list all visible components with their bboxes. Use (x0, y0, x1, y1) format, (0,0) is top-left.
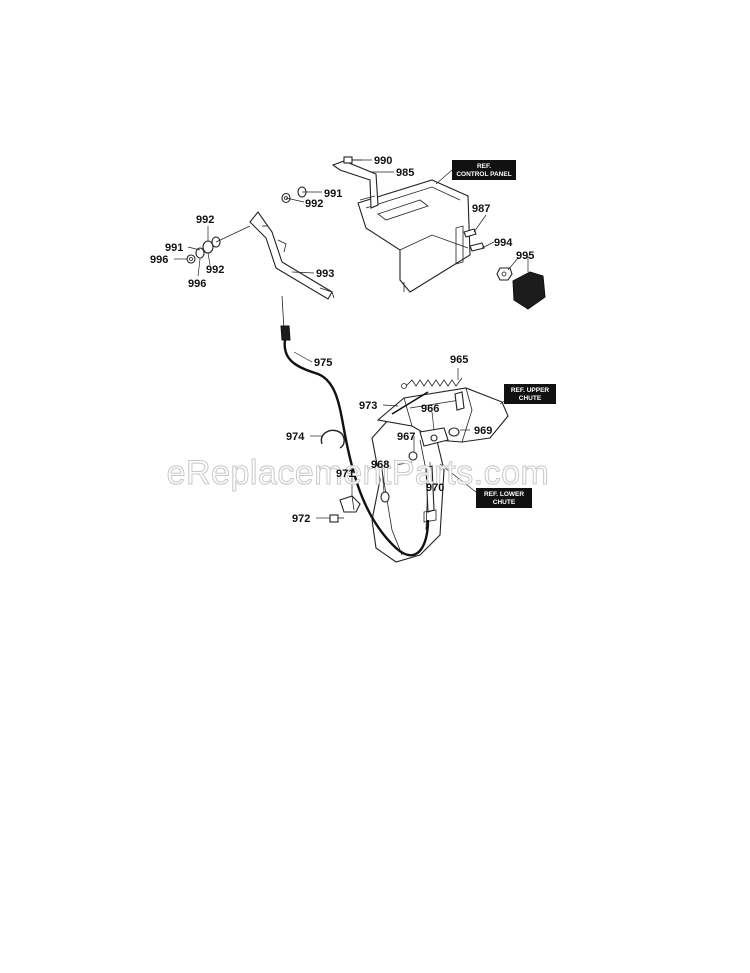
callout-971: 971 (336, 468, 354, 480)
washers-upper-drawing (281, 186, 307, 204)
spring-965-drawing (401, 377, 463, 389)
chute-drawing (371, 387, 509, 563)
callout-968: 968 (371, 459, 389, 471)
nut-994-drawing (496, 267, 513, 281)
crank-rod-993-drawing (249, 211, 335, 300)
bracket-971-drawing (339, 495, 361, 513)
callout-965: 965 (450, 354, 468, 366)
washers-left-drawing (186, 236, 221, 264)
callout-992: 992 (206, 264, 224, 276)
callout-996: 996 (150, 254, 168, 266)
callout-966: 966 (421, 403, 439, 415)
ref-box-line2: CHUTE (519, 395, 542, 402)
callout-992: 992 (305, 198, 323, 210)
callout-990: 990 (374, 155, 392, 167)
knob-995-drawing (512, 271, 546, 310)
callout-972: 972 (292, 513, 310, 525)
callout-993: 993 (316, 268, 334, 280)
callout-995: 995 (516, 250, 534, 262)
ref-box-line2: CHUTE (493, 499, 516, 506)
ref-box-line1: REF. UPPER (511, 387, 550, 394)
callout-985: 985 (396, 167, 414, 179)
screw-972-drawing (329, 514, 344, 523)
callout-975: 975 (314, 357, 332, 369)
callout-991: 991 (165, 242, 183, 254)
callout-970: 970 (426, 482, 444, 494)
callout-974: 974 (286, 431, 305, 443)
clip-974-drawing (320, 429, 345, 449)
callout-996: 996 (188, 278, 206, 290)
watermark-text: eReplacementParts.com (167, 454, 550, 492)
callout-973: 973 (359, 400, 377, 412)
ref-box-control-panel: REF. CONTROL PANEL (452, 160, 516, 180)
ref-box-line1: REF. LOWER (484, 491, 524, 498)
callout-987: 987 (472, 203, 490, 215)
ref-box-line1: REF. (477, 163, 491, 170)
ref-box-line2: CONTROL PANEL (456, 171, 511, 178)
ref-box-lower-chute: REF. LOWER CHUTE (476, 488, 532, 508)
leader-lines (174, 159, 529, 519)
rod-973-drawing (391, 391, 429, 415)
ref-box-upper-chute: REF. UPPER CHUTE (504, 384, 556, 404)
callout-labels: 990 985 991 992 987 994 995 992 991 996 … (150, 155, 534, 525)
callout-994: 994 (494, 237, 513, 249)
bolt-987-drawing (463, 228, 485, 252)
bracket-985-drawing (331, 160, 379, 209)
cable-975-drawing (280, 295, 430, 557)
control-panel-drawing (357, 179, 471, 293)
callout-969: 969 (474, 425, 492, 437)
callout-992: 992 (196, 214, 214, 226)
callout-991: 991 (324, 188, 342, 200)
callout-967: 967 (397, 431, 415, 443)
